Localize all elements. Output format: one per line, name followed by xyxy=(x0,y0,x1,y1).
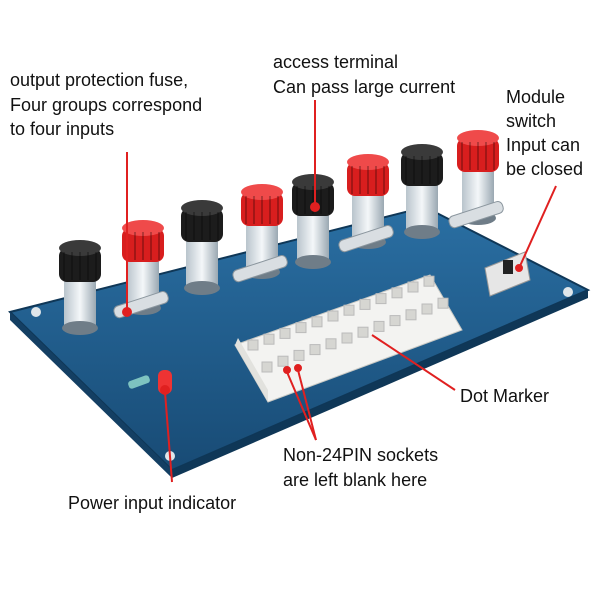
annotation-line: Can pass large current xyxy=(273,76,456,97)
annotation-line: output protection fuse, xyxy=(10,70,189,90)
annotation-line: be closed xyxy=(506,159,584,179)
connector-pin xyxy=(405,309,417,321)
fuse-annotation: output protection fuse, Four groups corr… xyxy=(10,68,202,142)
mount-hole xyxy=(31,307,41,317)
annotation-line: are left blank here xyxy=(283,469,428,490)
annotation-line: Input can xyxy=(506,135,581,155)
connector-pin xyxy=(247,339,259,351)
connector-pin xyxy=(407,281,419,293)
atx-24pin-connector xyxy=(234,274,463,403)
connector-pin xyxy=(341,332,353,344)
annotation-line: switch xyxy=(506,111,557,131)
annotation-line: Non-24PIN sockets xyxy=(283,445,439,465)
connector-pin xyxy=(423,275,435,287)
terminal-post-black xyxy=(181,200,223,295)
connector-pin xyxy=(357,326,369,338)
switch-annotation: Module switch Input can be closed xyxy=(506,85,583,181)
connector-pin xyxy=(389,315,401,327)
annotation-line: Module xyxy=(506,87,566,107)
indicator-annotation: Power input indicator xyxy=(68,493,237,513)
connector-pin xyxy=(311,316,323,328)
connector-pin xyxy=(279,327,291,339)
connector-pin xyxy=(325,338,337,350)
connector-pin xyxy=(277,355,289,367)
module-switch xyxy=(484,251,531,297)
connector-pin xyxy=(327,310,339,322)
terminal-post-black xyxy=(292,174,334,269)
connector-pin xyxy=(309,344,321,356)
fuse xyxy=(448,201,504,229)
terminal-post-black xyxy=(59,240,101,335)
fuse xyxy=(338,225,394,253)
dot-marker-annotation: Dot Marker xyxy=(460,386,550,406)
sockets-annotation: Non-24PIN sockets are left blank here xyxy=(283,443,438,492)
terminal-post-red xyxy=(241,184,283,279)
connector-pin xyxy=(359,298,371,310)
connector-pin xyxy=(293,349,305,361)
connector-pin xyxy=(421,303,433,315)
connector-pin xyxy=(343,304,355,316)
mount-hole xyxy=(563,287,573,297)
connector-pin xyxy=(373,320,385,332)
connector-pin xyxy=(263,333,275,345)
terminal-annotation: access terminal Can pass large current xyxy=(273,50,455,99)
connector-pin xyxy=(437,297,449,309)
annotation-line: access terminal xyxy=(273,52,399,72)
connector-pin xyxy=(375,293,387,305)
connector-pin xyxy=(295,322,307,334)
terminal-post-black xyxy=(401,144,443,239)
annotation-line: to four inputs xyxy=(10,119,115,139)
fuse xyxy=(232,255,288,283)
connector-pin xyxy=(391,287,403,299)
leader-lines xyxy=(122,100,557,483)
annotation-line: Four groups correspond xyxy=(10,94,203,115)
connector-pin xyxy=(261,361,273,373)
